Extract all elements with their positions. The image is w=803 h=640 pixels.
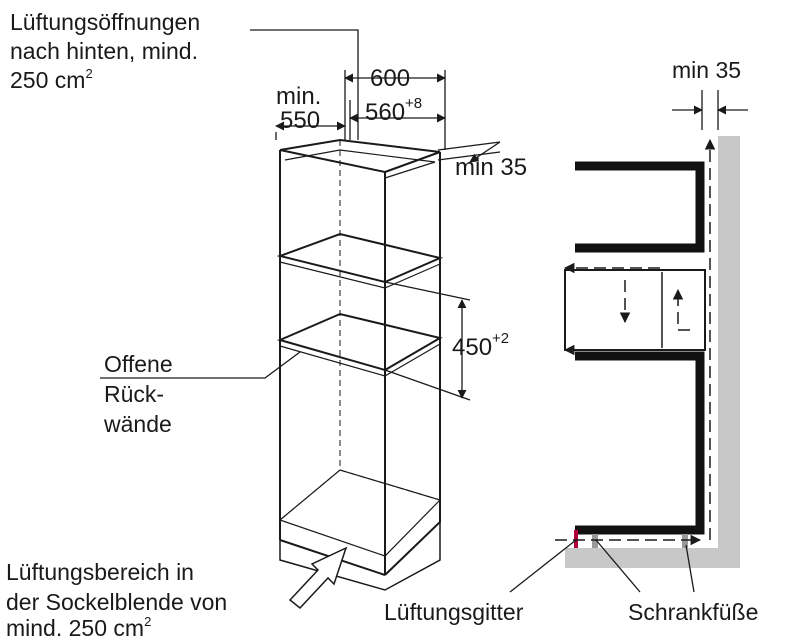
dimension-lines-top [275,70,501,163]
dimension-lines-height [384,281,471,401]
plinth-airflow-arrow [288,546,348,610]
vent-grille-label: Lüftungsgitter [384,599,524,625]
vent-grille-mark [574,530,578,548]
side-section-drawing [564,136,740,568]
floor [565,548,740,568]
vent-openings-label-line2: nach hinten, mind. [10,38,198,64]
open-back-label-line3: wände [103,411,172,437]
airflow-arrows [555,138,716,546]
plinth-vent-label-line3: mind. 250 cm2 [6,614,151,640]
niche-height-label: 450+2 [452,330,509,361]
back-wall [718,136,740,568]
plinth-vent-label-line1: Lüftungsbereich in [6,559,194,585]
side-gap-label: min 35 [672,57,741,83]
open-back-label-line1: Offene [104,351,173,377]
top-gap-label: min 35 [455,154,527,181]
plinth-vent-label-line2: der Sockelblende von [6,589,227,615]
min-label: min. [276,83,321,110]
dimension-side-gap [672,90,748,130]
cabinet-foot [682,534,688,548]
outer-width-label: 600 [370,65,410,92]
bottom-leaders [509,539,695,593]
open-back-label-line2: Rück- [104,381,164,407]
niche-width-label: 560+8 [365,95,422,126]
min-width-label: 550 [280,107,320,134]
leader-lines [100,29,359,379]
vent-openings-label-line3: 250 cm2 [10,66,93,93]
cabinet-drawing [276,138,444,591]
cabinet-feet-label: Schrankfüße [628,599,758,625]
vent-openings-label-line1: Lüftungsöffnungen [10,9,200,35]
cabinet-foot [592,534,598,548]
